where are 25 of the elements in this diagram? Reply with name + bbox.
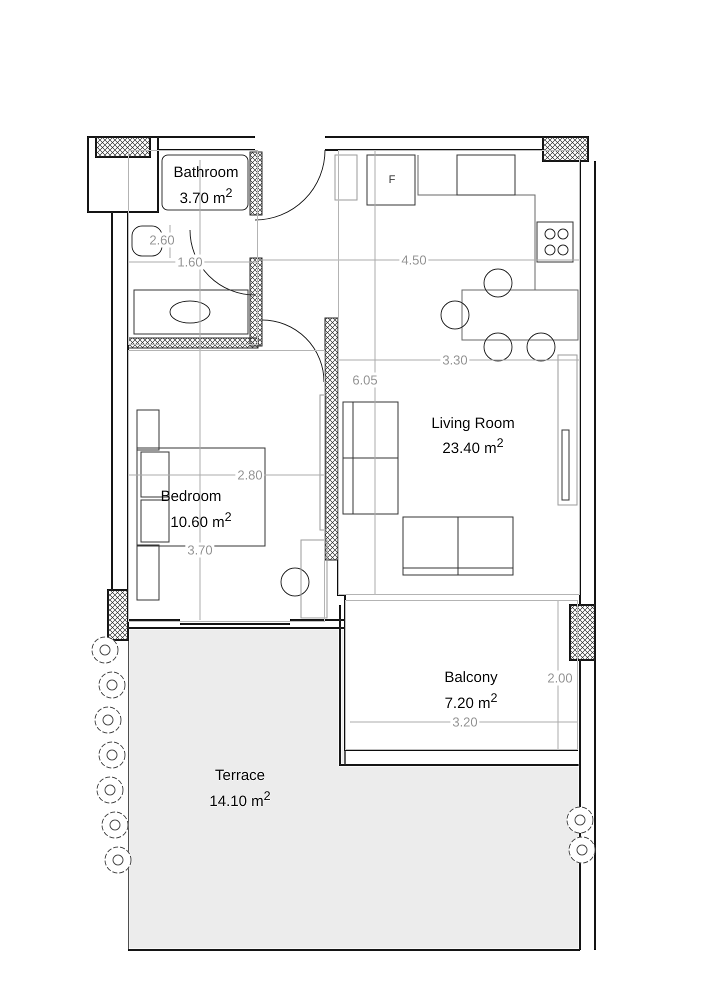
room-area: 14.10 m$^{2}$ — [209, 787, 271, 811]
room-area: 10.60 m$^{2}$ — [170, 508, 232, 532]
room-name: Balcony — [444, 669, 498, 687]
terrace-floor — [128, 628, 580, 950]
room-floor — [338, 150, 580, 595]
dimension-label: 3.20 — [450, 714, 480, 730]
dimension-label: 2.60 — [147, 232, 177, 248]
dimension-label: 1.60 — [175, 254, 205, 270]
dimension-label: 4.50 — [399, 252, 429, 268]
dimension-label: 3.70 — [185, 542, 215, 558]
fridge-label: F — [388, 174, 396, 186]
room-name: Terrace — [214, 767, 266, 785]
dimension-label: 3.30 — [440, 352, 470, 368]
room-floor — [345, 600, 578, 750]
room-floor — [128, 350, 325, 622]
dimension-label: 2.00 — [545, 670, 575, 686]
room-name: Living Room — [431, 415, 515, 433]
room-name: Bedroom — [160, 488, 222, 506]
room-area: 3.70 m$^{2}$ — [180, 184, 232, 208]
room-area: 7.20 m$^{2}$ — [444, 689, 498, 713]
dimension-label: 6.05 — [350, 372, 380, 388]
room-area: 23.40 m$^{2}$ — [442, 434, 504, 458]
room-name: Bathroom — [173, 164, 239, 182]
room-floor — [128, 150, 258, 345]
dimension-label: 2.80 — [235, 468, 265, 482]
